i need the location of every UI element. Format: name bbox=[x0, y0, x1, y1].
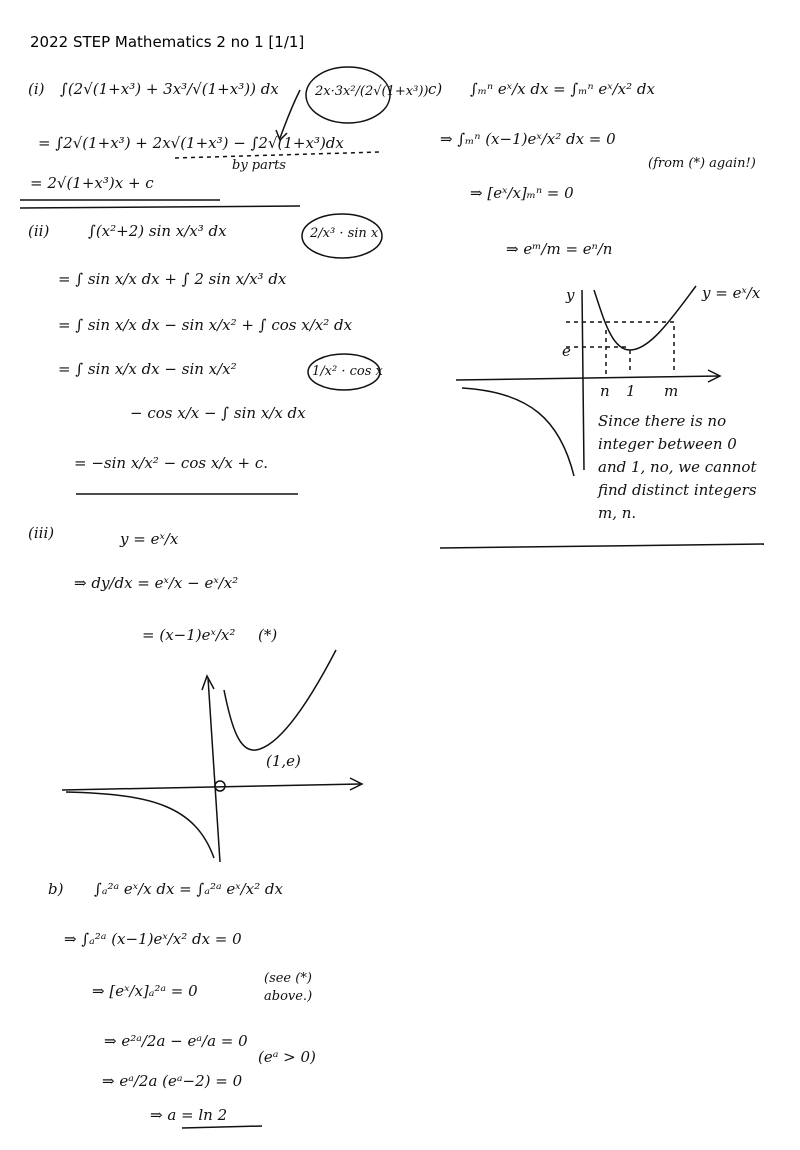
part-c-axis-y: y bbox=[565, 286, 575, 304]
part-b-cond: (eᵃ > 0) bbox=[258, 1048, 316, 1066]
part-iii-line-1: y = eˣ/x bbox=[120, 530, 179, 548]
part-ii-circle-2 bbox=[307, 353, 381, 391]
part-c-e-label: e bbox=[562, 342, 571, 360]
part-i-circled: 2x·3x²/(2√(1+x³)) bbox=[315, 84, 429, 99]
part-c-curve-right bbox=[593, 285, 697, 351]
part-iii-label: (iii) bbox=[28, 524, 55, 542]
part-b-label: b) bbox=[48, 880, 64, 898]
part-iii-line-2: ⇒ dy/dx = eˣ/x − eˣ/x² bbox=[74, 574, 239, 592]
part-i-arrow bbox=[279, 89, 301, 139]
part-c-label: c) bbox=[428, 80, 443, 98]
part-ii-line-5: − cos x/x − ∫ sin x/x dx bbox=[130, 404, 306, 422]
part-b-line-3: ⇒ [eˣ/x]ₐ²ᵃ = 0 bbox=[92, 982, 198, 1000]
part-b-see-note: (see (*) above.) bbox=[264, 971, 313, 1004]
part-iii-star: (*) bbox=[258, 626, 278, 644]
part-i-line-1: ∫(2√(1+x³) + 3x³/√(1+x³)) dx bbox=[60, 80, 279, 98]
part-ii-circled-2: 1/x² · cos x bbox=[312, 364, 383, 379]
part-iii-curve-right bbox=[223, 649, 337, 751]
part-ii-circle-1 bbox=[301, 213, 383, 259]
part-iii-point-label: (1,e) bbox=[266, 752, 301, 770]
part-c-line-1: ∫ₘⁿ eˣ/x dx = ∫ₘⁿ eˣ/x² dx bbox=[470, 80, 655, 98]
part-ii-line-4: = ∫ sin x/x dx − sin x/x² bbox=[58, 360, 237, 378]
part-i-line-2: = ∫2√(1+x³) + 2x√(1+x³) − ∫2√(1+x³)dx bbox=[38, 134, 344, 152]
part-ii-label: (ii) bbox=[28, 222, 50, 240]
part-iii-curve-left bbox=[65, 791, 215, 859]
part-c-tick-1: 1 bbox=[626, 382, 636, 400]
part-c-line-4: ⇒ eᵐ/m = eⁿ/n bbox=[506, 240, 613, 258]
part-iii-origin-marker bbox=[214, 780, 226, 792]
part-c-y-axis bbox=[581, 289, 585, 471]
part-ii-circled-1: 2/x³ · sin x bbox=[310, 226, 379, 241]
part-c-tick-m: m bbox=[664, 382, 678, 400]
part-c-line-2: ⇒ ∫ₘⁿ (x−1)eˣ/x² dx = 0 bbox=[440, 130, 616, 148]
part-c-curve-left bbox=[461, 387, 575, 477]
part-c-from-note: (from (*) again!) bbox=[648, 156, 756, 171]
part-b-line-5: ⇒ eᵃ/2a (eᵃ−2) = 0 bbox=[102, 1072, 243, 1090]
part-c-line-3: ⇒ [eˣ/x]ₘⁿ = 0 bbox=[470, 184, 574, 202]
part-i-circle bbox=[305, 66, 391, 124]
part-ii-line-6: = −sin x/x² − cos x/x + c. bbox=[74, 454, 269, 472]
part-b-line-4: ⇒ e²ᵃ/2a − eᵃ/a = 0 bbox=[104, 1032, 248, 1050]
part-c-conclusion: Since there is no integer between 0 and … bbox=[598, 412, 757, 522]
part-b-line-2: ⇒ ∫ₐ²ᵃ (x−1)eˣ/x² dx = 0 bbox=[64, 930, 242, 948]
part-iii-line-3: = (x−1)eˣ/x² bbox=[142, 626, 236, 644]
part-c-tick-n: n bbox=[600, 382, 610, 400]
part-ii-line-3: = ∫ sin x/x dx − sin x/x² + ∫ cos x/x² d… bbox=[58, 316, 353, 334]
part-iii-y-axis bbox=[207, 677, 221, 863]
part-i-note: by parts bbox=[232, 158, 286, 173]
part-iii-x-axis bbox=[61, 783, 361, 791]
part-i-label: (i) bbox=[28, 80, 45, 98]
part-i-line-3: = 2√(1+x³)x + c bbox=[30, 174, 154, 192]
part-c-curve-label: y = eˣ/x bbox=[701, 284, 761, 302]
part-b-line-6: ⇒ a = ln 2 bbox=[150, 1106, 228, 1124]
page-title: 2022 STEP Mathematics 2 no 1 [1/1] bbox=[30, 33, 305, 51]
part-ii-line-1: ∫(x²+2) sin x/x³ dx bbox=[88, 222, 227, 240]
part-c-x-axis bbox=[455, 375, 721, 381]
part-ii-line-2: = ∫ sin x/x dx + ∫ 2 sin x/x³ dx bbox=[58, 270, 287, 288]
part-b-line-1: ∫ₐ²ᵃ eˣ/x dx = ∫ₐ²ᵃ eˣ/x² dx bbox=[94, 880, 283, 898]
